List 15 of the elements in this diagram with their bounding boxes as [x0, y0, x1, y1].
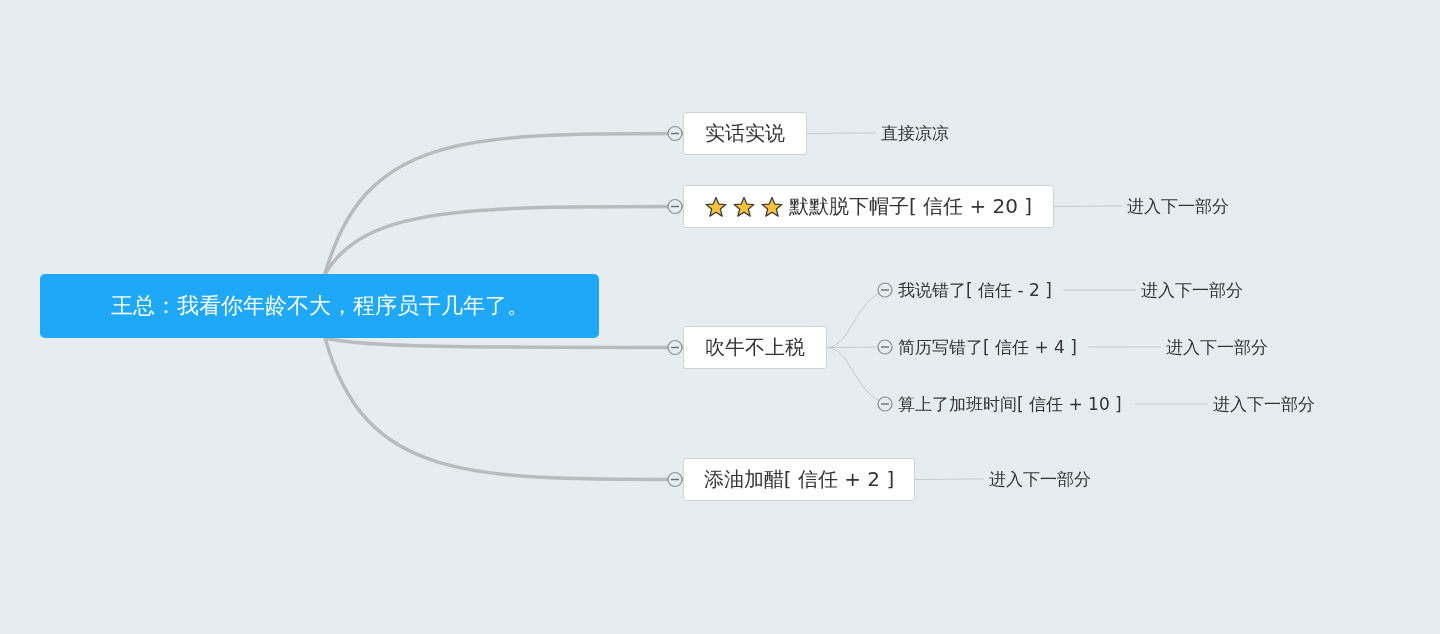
- topic-text: 我说错了[ 信任 - 2 ]: [893, 278, 1063, 302]
- topic-box: [683, 185, 1054, 228]
- topic-box: 吹牛不上税: [683, 326, 827, 369]
- central-topic-box: 王总：我看你年龄不大，程序员干几年了。: [40, 274, 599, 338]
- topic-text: 进入下一部分: [1122, 194, 1237, 218]
- topic-box: 实话实说: [683, 112, 807, 155]
- topic-text: 简历写错了[ 信任 + 4 ]: [893, 335, 1088, 359]
- topic-text: 进入下一部分: [1208, 392, 1323, 416]
- topic-text: 直接凉凉: [876, 121, 956, 145]
- topic-text: 进入下一部分: [1136, 278, 1251, 302]
- topic-box: 添油加醋[ 信任 + 2 ]: [683, 458, 915, 501]
- topic-text: 算上了加班时间[ 信任 + 10 ]: [893, 392, 1135, 416]
- topic-text: 默默脱下帽子[ 信任 + 20 ]: [788, 193, 1033, 220]
- topic-text: 进入下一部分: [1161, 335, 1276, 359]
- topic-text: 进入下一部分: [984, 467, 1099, 491]
